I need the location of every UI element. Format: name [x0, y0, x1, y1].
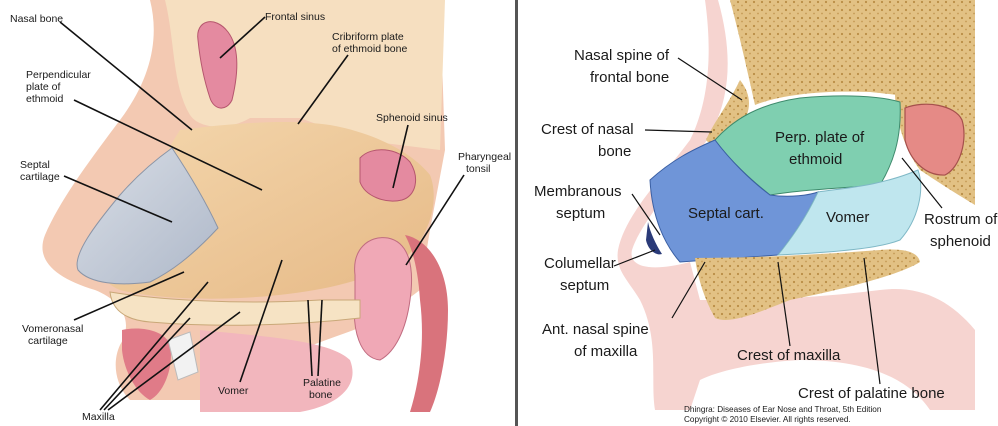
label-pharyngeal-2: tonsil	[466, 163, 491, 175]
label-perp-plate-2: ethmoid	[789, 151, 842, 168]
label-vomer-left: Vomer	[218, 385, 249, 397]
panel-divider	[515, 0, 518, 426]
label-crest-nasal-1: Crest of nasal	[541, 121, 634, 138]
caption-line-2: Copyright © 2010 Elsevier. All rights re…	[684, 415, 851, 424]
label-septal-cart: Septal cart.	[688, 205, 764, 222]
label-membranous-1: Membranous	[534, 183, 622, 200]
label-perp-2: plate of	[26, 81, 61, 93]
caption-line-1: Dhingra: Diseases of Ear Nose and Throat…	[684, 405, 882, 414]
label-sphenoid-sinus: Sphenoid sinus	[376, 112, 448, 124]
label-pharyngeal-1: Pharyngeal	[458, 151, 511, 163]
label-rostrum-1: Rostrum of	[924, 211, 998, 228]
left-anatomy-illustration	[42, 0, 448, 412]
label-vomeronasal-1: Vomeronasal	[22, 323, 83, 335]
label-cribriform-2: of ethmoid bone	[332, 43, 407, 55]
label-frontal-sinus: Frontal sinus	[265, 11, 325, 23]
label-septal-1: Septal	[20, 159, 50, 171]
label-cribriform-1: Cribriform plate	[332, 31, 404, 43]
label-palatine-1: Palatine	[303, 377, 341, 389]
label-rostrum-2: sphenoid	[930, 233, 991, 250]
label-ant-nasal-1: Ant. nasal spine	[542, 321, 649, 338]
label-vomer-right: Vomer	[826, 209, 869, 226]
label-membranous-2: septum	[556, 205, 605, 222]
label-maxilla: Maxilla	[82, 411, 115, 423]
label-perp-1: Perpendicular	[26, 69, 91, 81]
label-vomeronasal-2: cartilage	[28, 335, 68, 347]
label-perp-3: ethmoid	[26, 93, 64, 105]
label-perp-plate-1: Perp. plate of	[775, 129, 865, 146]
label-columellar-1: Columellar	[544, 255, 616, 272]
label-crest-palatine: Crest of palatine bone	[798, 385, 945, 402]
pharyngeal-tonsil-shape	[354, 238, 411, 360]
label-palatine-2: bone	[309, 389, 333, 401]
label-septal-2: cartilage	[20, 171, 60, 183]
right-sphenoid-sinus	[905, 104, 964, 175]
label-crest-maxilla: Crest of maxilla	[737, 347, 841, 364]
label-columellar-2: septum	[560, 277, 609, 294]
label-crest-nasal-2: bone	[598, 143, 631, 160]
label-ant-nasal-2: of maxilla	[574, 343, 638, 360]
label-nasal-bone: Nasal bone	[10, 13, 63, 25]
label-nasal-spine-1: Nasal spine of	[574, 47, 670, 64]
label-nasal-spine-2: frontal bone	[590, 69, 669, 86]
